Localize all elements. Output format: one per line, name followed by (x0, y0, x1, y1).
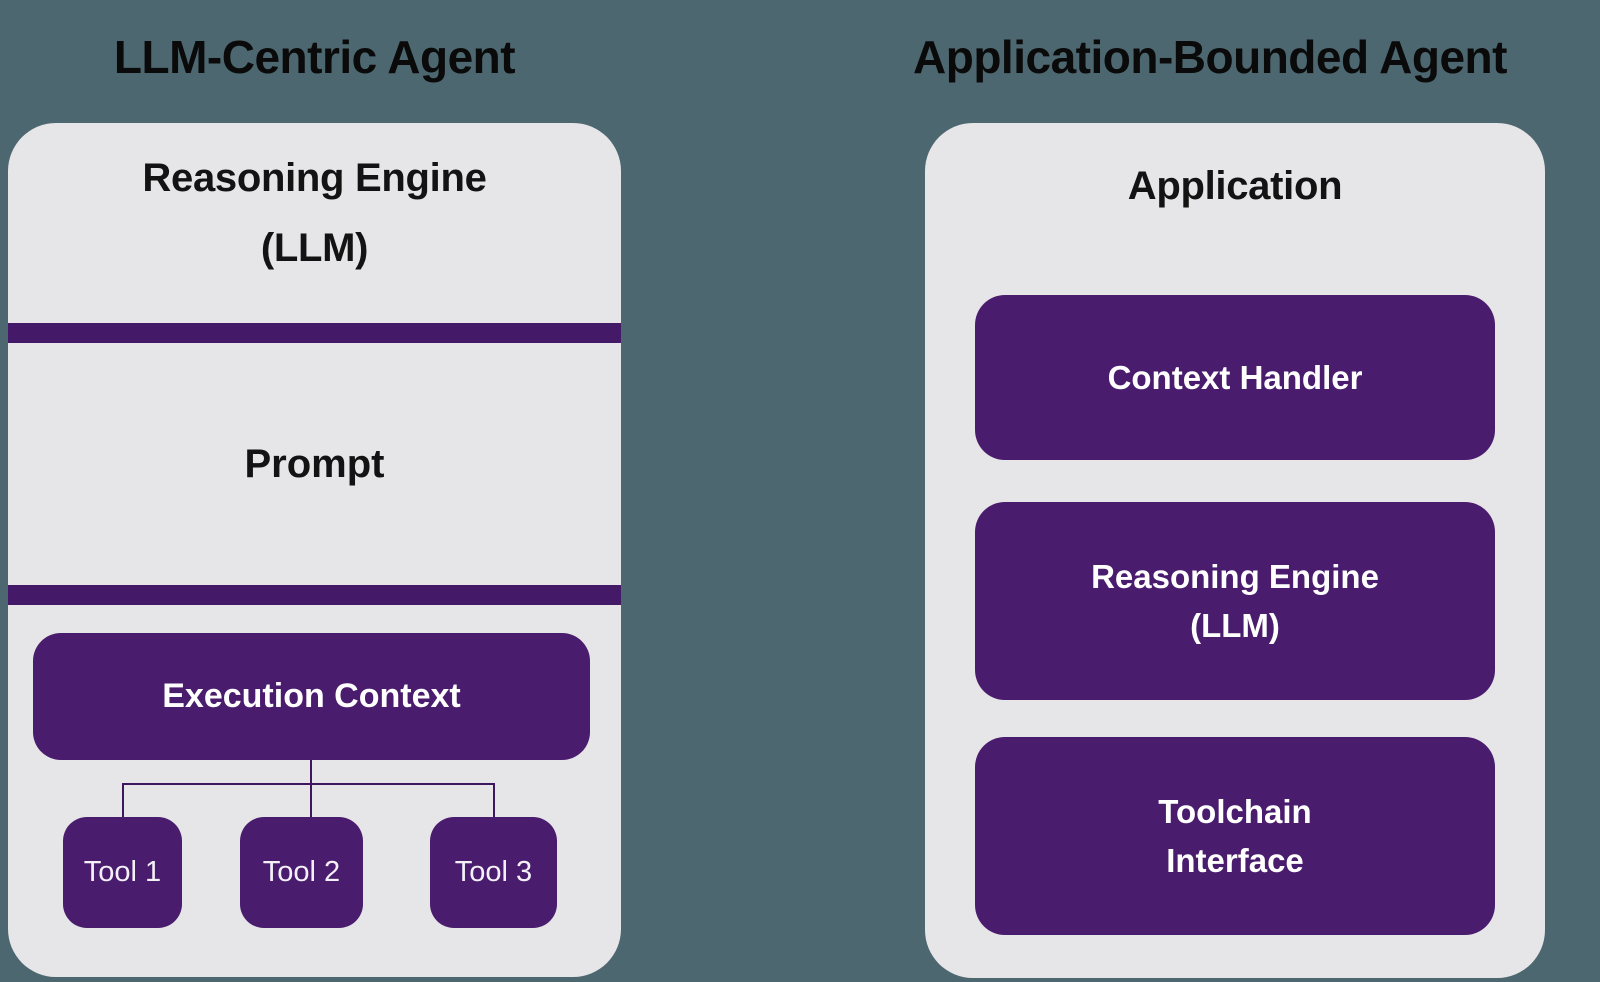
application-header: Application (1127, 164, 1343, 208)
connector-left-vertical (122, 783, 124, 817)
reasoning-engine-llm-label-line2: (LLM) (1190, 607, 1280, 644)
execution-context-box: Execution Context (33, 633, 590, 760)
reasoning-engine-header-line2: (LLM) (260, 226, 369, 270)
divider-bar-bottom (8, 585, 621, 605)
prompt-label: Prompt (244, 442, 385, 486)
reasoning-engine-header-line1: Reasoning Engine (142, 156, 487, 200)
left-diagram-title: LLM-Centric Agent (113, 31, 516, 83)
application-bounded-agent-panel: Application Context Handler Reasoning En… (925, 123, 1545, 978)
context-handler-box: Context Handler (975, 295, 1495, 460)
tool-3-box: Tool 3 (430, 817, 557, 928)
tool-1-label: Tool 1 (83, 856, 162, 888)
connector-right-vertical (493, 783, 495, 817)
divider-bar-top (8, 323, 621, 343)
tool-2-label: Tool 2 (262, 856, 341, 888)
right-diagram-title: Application-Bounded Agent (913, 31, 1507, 83)
llm-centric-agent-panel: Reasoning Engine (LLM) Prompt Execution … (8, 123, 621, 977)
context-handler-label: Context Handler (1107, 359, 1363, 396)
reasoning-engine-header: Reasoning Engine (LLM) (8, 143, 621, 283)
tool-3-label: Tool 3 (454, 856, 533, 888)
toolchain-interface-label-line1: Toolchain (1158, 793, 1312, 830)
connector-middle-vertical (310, 760, 312, 817)
toolchain-interface-label-line2: Interface (1166, 842, 1304, 879)
execution-context-label: Execution Context (162, 677, 461, 715)
tool-1-box: Tool 1 (63, 817, 182, 928)
reasoning-engine-llm-box: Reasoning Engine (LLM) (975, 502, 1495, 700)
tool-2-box: Tool 2 (240, 817, 363, 928)
reasoning-engine-llm-label-line1: Reasoning Engine (1091, 558, 1379, 595)
connector-horizontal (122, 783, 495, 785)
toolchain-interface-box: Toolchain Interface (975, 737, 1495, 935)
